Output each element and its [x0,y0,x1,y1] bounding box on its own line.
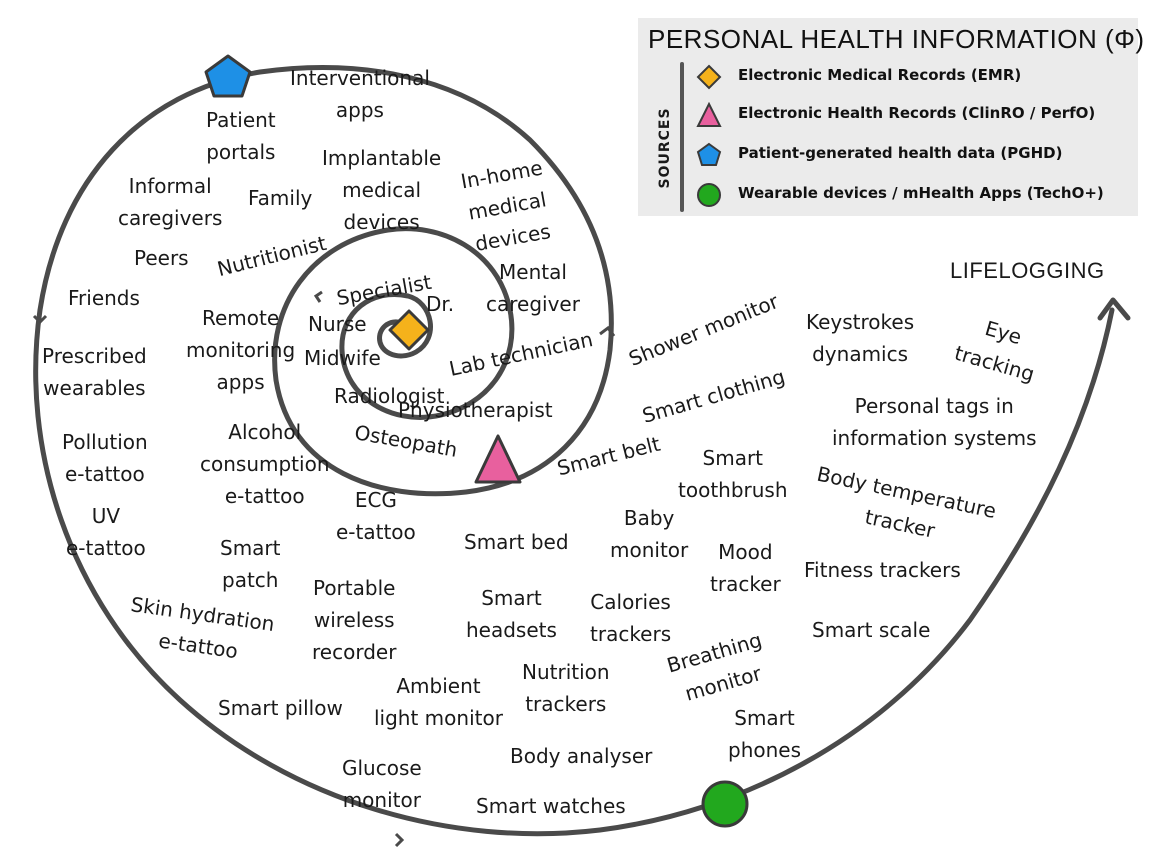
label-keystrokes-dynamics: Keystrokes dynamics [806,310,915,366]
label-family: Family [248,186,313,210]
pentagon-icon [204,54,252,98]
label-baby-monitor: Baby monitor [610,506,689,562]
legend-item-label: Electronic Health Records (ClinRO / Perf… [738,104,1096,122]
legend-item-techo: Wearable devices / mHealth Apps (TechO+) [696,180,1136,210]
label-remote-monitoring-apps: Remote monitoring apps [186,306,296,394]
label-mood-tracker: Mood tracker [710,540,781,596]
label-ecg-etattoo: ECG e-tattoo [336,488,416,544]
triangle-icon [696,102,722,127]
circle-icon [701,780,749,828]
label-smart-patch: Smart patch [220,536,281,592]
legend: PERSONAL HEALTH INFORMATION (Φ) SOURCES … [638,18,1144,216]
spiral-tick [599,325,616,337]
label-smart-scale: Smart scale [812,618,931,642]
diamond-icon [388,309,430,351]
label-smart-bed: Smart bed [464,530,569,554]
spiral-arrowhead [1097,297,1131,321]
legend-bracket [680,62,684,212]
legend-item-emr: Electronic Medical Records (EMR) [696,62,1136,92]
spiral-tick [394,832,405,848]
label-uv-etattoo: UV e-tattoo [66,504,146,560]
label-nurse: Nurse [308,312,367,336]
label-implantable-medical-devices: Implantable medical devices [322,146,442,234]
legend-item-label: Patient-generated health data (PGHD) [738,144,1063,162]
pentagon-icon [696,142,722,166]
label-fitness-trackers: Fitness trackers [804,558,961,582]
legend-item-label: Wearable devices / mHealth Apps (TechO+) [738,184,1104,202]
label-smart-pillow: Smart pillow [218,696,343,720]
legend-item-label: Electronic Medical Records (EMR) [738,66,1022,84]
legend-item-ehr: Electronic Health Records (ClinRO / Perf… [696,100,1136,130]
label-mental-caregiver: Mental caregiver [486,260,580,316]
diamond-icon [696,64,722,90]
label-smart-headsets: Smart headsets [466,586,557,642]
label-interventional-apps: Interventional apps [290,66,430,122]
label-peers: Peers [134,246,189,270]
label-radiologist: Radiologist [334,384,445,408]
label-personal-tags: Personal tags in information systems [832,394,1037,450]
spiral-tick [313,290,323,303]
label-informal-caregivers: Informal caregivers [118,174,223,230]
label-physiotherapist: Physiotherapist [398,398,553,422]
legend-sources-label: SOURCES [654,88,676,208]
label-glucose-monitor: Glucose monitor [342,756,422,812]
label-nutrition-trackers: Nutrition trackers [522,660,610,716]
label-alcohol-etattoo: Alcohol consumption e-tattoo [200,420,330,508]
label-smart-phones: Smart phones [728,706,802,762]
label-ambient-light-monitor: Ambient light monitor [374,674,503,730]
legend-sources-text: SOURCES [657,107,673,189]
label-portable-wireless-recorder: Portable wireless recorder [312,576,397,664]
label-smart-toothbrush: Smart toothbrush [678,446,788,502]
label-midwife: Midwife [304,346,381,370]
spiral-tick [32,314,48,325]
legend-title: PERSONAL HEALTH INFORMATION (Φ) [648,24,1145,54]
legend-item-pghd: Patient-generated health data (PGHD) [696,140,1136,170]
label-smart-watches: Smart watches [476,794,626,818]
lifelogging-label: LIFELOGGING [950,258,1105,283]
label-dr: Dr. [426,292,455,316]
label-friends: Friends [68,286,140,310]
label-in-home-medical-devices: In-home medical devices [458,155,553,256]
circle-icon [697,183,721,207]
label-prescribed-wearables: Prescribed wearables [42,344,147,400]
triangle-icon [474,434,522,484]
spiral-line [33,65,1115,837]
label-pollution-etattoo: Pollution e-tattoo [62,430,148,486]
label-body-analyser: Body analyser [510,744,653,768]
label-patient-portals: Patient portals [206,108,276,164]
label-calories-trackers: Calories trackers [590,590,672,646]
